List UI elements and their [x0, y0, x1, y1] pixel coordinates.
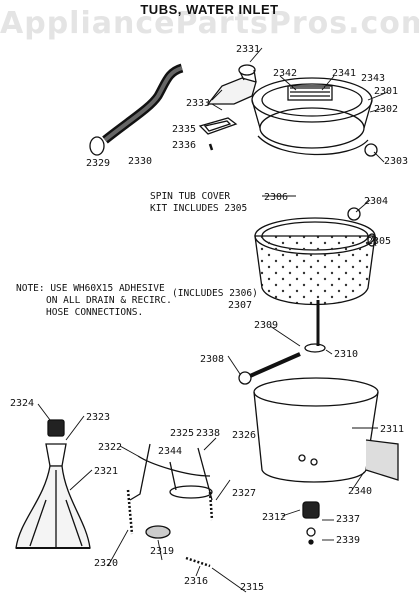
part-2338: 2338	[196, 428, 221, 439]
includes-2306-note: (INCLUDES 2306)	[172, 288, 258, 299]
gasket-2335	[198, 117, 238, 135]
part-2333: 2333	[186, 98, 211, 109]
part-2336: 2336	[172, 140, 197, 151]
part-2325: 2325	[170, 428, 195, 439]
part-2327: 2327	[232, 488, 257, 499]
hose-clamp-2329	[89, 136, 105, 156]
part-2303: 2303	[384, 156, 409, 167]
spin-tub-2307	[254, 217, 376, 306]
pump-part-2312	[302, 501, 320, 519]
part-2337: 2337	[336, 514, 361, 525]
cap-2323	[45, 443, 67, 467]
part-2322: 2322	[98, 442, 123, 453]
outer-tub-2311	[253, 377, 399, 483]
spring-2327	[208, 491, 214, 521]
cover-gasket-2303	[257, 135, 369, 156]
part-2310: 2310	[334, 349, 359, 360]
part-2344: 2344	[158, 446, 183, 457]
part-2306-top: 2306	[264, 192, 289, 203]
pulley-2319	[145, 525, 171, 539]
clip-2303	[364, 143, 378, 157]
diagram-title: TUBS, WATER INLET	[140, 2, 279, 17]
part-2305: 2305	[367, 236, 392, 247]
part-2319: 2319	[150, 546, 175, 557]
part-2331: 2331	[236, 44, 261, 55]
part-2302: 2302	[374, 104, 399, 115]
washer-2337	[306, 527, 316, 537]
spring-2320	[126, 489, 134, 535]
part-2326: 2326	[232, 430, 257, 441]
bolt-2339	[308, 539, 314, 545]
suspension-assembly	[126, 443, 214, 568]
part-2312: 2312	[262, 512, 287, 523]
part-2311: 2311	[380, 424, 405, 435]
part-2324: 2324	[10, 398, 35, 409]
hub-2310	[304, 343, 326, 353]
part-2335: 2335	[172, 124, 197, 135]
watermark: AppliancePartsPros.com	[0, 6, 419, 41]
fastener-2304	[347, 207, 361, 221]
adhesive-note-line2: ON ALL DRAIN & RECIRC.	[46, 295, 172, 306]
part-2343: 2343	[361, 73, 386, 84]
part-2323: 2323	[86, 412, 111, 423]
agitator-2321	[15, 419, 91, 549]
part-2321: 2321	[94, 466, 119, 477]
part-2341: 2341	[332, 68, 357, 79]
screw-2336	[208, 143, 214, 151]
part-2308: 2308	[200, 354, 225, 365]
tube-2309	[249, 352, 301, 378]
nut-2308	[238, 371, 252, 385]
part-2340: 2340	[348, 486, 373, 497]
part-2339: 2339	[336, 535, 361, 546]
spin-tub-cover-note: SPIN TUB COVER	[150, 191, 231, 202]
cap-2324	[47, 419, 65, 437]
part-2330: 2330	[128, 156, 153, 167]
water-inlet-2331	[206, 64, 257, 105]
part-2329: 2329	[86, 158, 111, 169]
part-2320: 2320	[94, 558, 119, 569]
part-2301: 2301	[374, 86, 399, 97]
leader-lines	[37, 47, 389, 593]
clip-2305	[367, 233, 377, 247]
spring-2316	[185, 556, 211, 568]
part-2316: 2316	[184, 576, 209, 587]
part-2304: 2304	[364, 196, 389, 207]
part-2342: 2342	[273, 68, 298, 79]
spin-tub-cover-kit-note: KIT INCLUDES 2305	[150, 203, 248, 214]
adhesive-note-line3: HOSE CONNECTIONS.	[46, 307, 144, 318]
inlet-hose-2330	[102, 63, 184, 144]
tub-cover-2302	[251, 77, 373, 149]
part-2307: 2307	[228, 300, 253, 311]
part-2315: 2315	[240, 582, 265, 593]
part-2309: 2309	[254, 320, 279, 331]
adhesive-note-line1: NOTE: USE WH60X15 ADHESIVE	[16, 283, 165, 294]
